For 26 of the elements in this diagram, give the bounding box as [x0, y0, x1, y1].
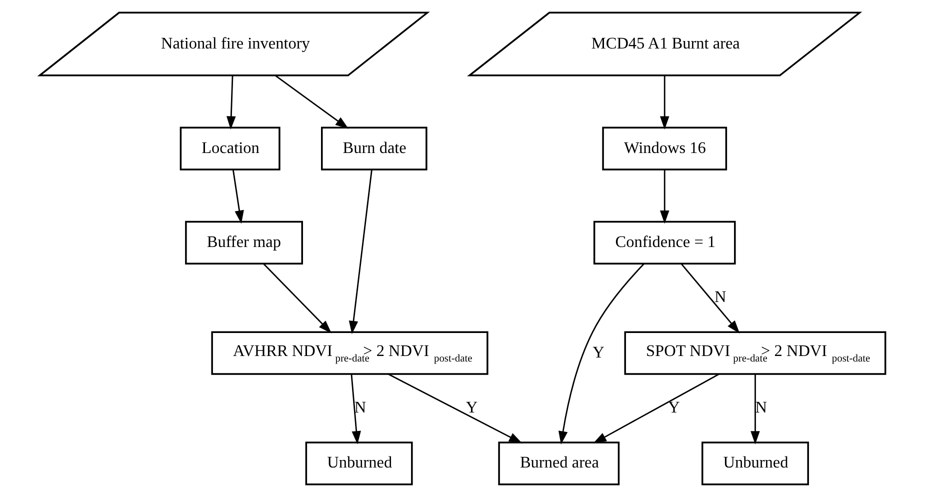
node-box: Unburned — [702, 442, 809, 486]
arrow — [274, 75, 349, 129]
arrow — [388, 373, 522, 444]
edge-label: N — [714, 288, 726, 306]
node-box: Windows 16 — [602, 126, 728, 170]
edge-label: Y — [668, 398, 680, 417]
arrow — [680, 263, 740, 334]
arrow — [593, 373, 720, 444]
edge-label: Y — [466, 398, 478, 417]
node-box: Buffer map — [185, 220, 303, 264]
arrow — [348, 169, 372, 334]
node-box: Unburned — [305, 442, 413, 486]
arrow — [226, 76, 236, 130]
node-box: Confidence = 1 — [593, 220, 736, 264]
arrow — [660, 170, 670, 224]
arrow — [750, 374, 760, 444]
node-box: AVHRR NDVI $_{pre-date}$> 2 NDVI $_{post-date}$ — [211, 331, 488, 375]
arrow — [558, 263, 645, 444]
node-box: SPOT NDVI $_{pre-date}$> 2 NDVI $_{post-date}$ — [624, 331, 886, 375]
arrow — [660, 76, 670, 130]
node-box: Burn date — [321, 126, 428, 170]
edge-label: Y — [592, 343, 604, 362]
node-box: Location — [180, 126, 280, 170]
arrow — [262, 263, 332, 334]
arrow — [232, 170, 244, 224]
node-box: Burned area — [498, 442, 620, 486]
